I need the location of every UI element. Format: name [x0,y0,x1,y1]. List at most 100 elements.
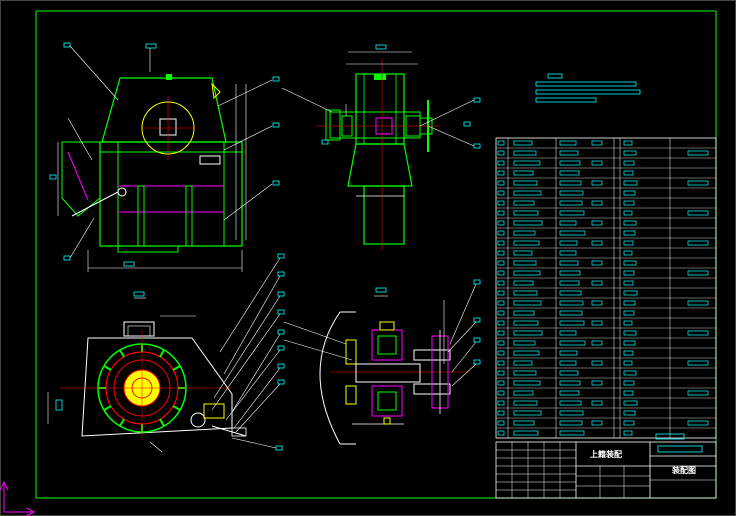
parts-list-code [513,270,541,276]
parts-list-material [623,330,637,336]
parts-list-code [513,280,534,286]
parts-list-material [623,180,638,186]
parts-list-material [623,390,634,396]
parts-list-item-number [497,240,505,246]
parts-list-material [623,200,635,206]
parts-list-name [559,430,585,436]
parts-list-remark [687,300,709,306]
parts-list-name [559,180,582,186]
parts-list-item-number [497,420,505,426]
parts-list-material [623,370,637,376]
parts-list-remark [687,330,709,336]
parts-list-code [513,320,539,326]
parts-list-remark [687,180,709,186]
parts-list-item-number [497,190,505,196]
parts-list-spec [591,320,603,326]
parts-list-code [513,250,533,256]
parts-list-material [623,290,638,296]
parts-list-item-number [497,370,505,376]
parts-list-material [623,360,633,366]
parts-list-name [559,230,586,236]
parts-list-material [623,250,633,256]
parts-list-code [513,350,540,356]
parts-list-code [513,300,542,306]
parts-list-remark [687,360,709,366]
section-housing [81,337,233,437]
parts-list-code [513,220,543,226]
parts-list-material [623,160,635,166]
parts-list-spec [591,220,603,226]
leader-tags-right [473,279,481,365]
parts-list-item-number [497,340,505,346]
parts-list-material [623,190,636,196]
parts-list-material [623,240,634,246]
parts-list-code [513,180,538,186]
leader-tags-middle [277,253,285,385]
parts-list-item-number [497,220,505,226]
parts-list-item-number [497,270,505,276]
parts-list-material [623,430,633,436]
parts-list-code [513,200,535,206]
parts-list-name [559,350,578,356]
parts-list-name [559,270,581,276]
parts-list-code [513,210,539,216]
parts-list-name [559,290,582,296]
section-b-b[interactable] [319,283,477,445]
drawing-title: 上籍装配 [590,449,622,459]
parts-list-name [559,300,584,306]
side-body [347,143,413,187]
parts-list-code [513,400,538,406]
parts-list-material [623,380,635,386]
parts-list-name [559,190,584,196]
parts-list-table[interactable] [495,137,717,439]
parts-list-name [559,360,577,366]
parts-list-item-number [497,300,505,306]
parts-list-name [559,240,578,246]
parts-list-code [513,140,533,146]
parts-list-remark [687,270,709,276]
parts-list-item-number [497,310,505,316]
parts-list-name [559,220,577,226]
parts-list-item-number [497,140,505,146]
parts-list-item-number [497,400,505,406]
parts-list-item-number [497,230,505,236]
parts-list-spec [591,340,603,346]
parts-list-name [559,370,579,376]
parts-list-name [559,410,584,416]
front-view[interactable] [49,42,280,272]
parts-list-spec [591,240,603,246]
side-view[interactable] [281,44,481,250]
parts-list-material [623,150,637,156]
parts-list-spec [591,140,603,146]
parts-list-item-number [497,320,505,326]
ucs-icon [0,480,36,516]
parts-list-spec [591,420,603,426]
parts-list-code [513,370,537,376]
parts-list-item-number [497,380,505,386]
parts-list-material [623,270,635,276]
parts-list-remark [687,390,709,396]
section-a-a[interactable] [47,291,283,453]
parts-list-item-number [497,260,505,266]
parts-list-name [559,140,577,146]
parts-list-spec [591,160,603,166]
parts-list-name [559,150,579,156]
parts-list-code [513,430,539,436]
parts-list-name [559,340,586,346]
parts-list-spec [591,380,603,386]
parts-list-code [513,410,542,416]
parts-list-material [623,420,635,426]
parts-list-code [513,160,541,166]
parts-list-spec [591,180,603,186]
parts-list-spec [591,300,603,306]
parts-list-code [513,290,538,296]
parts-list-item-number [497,250,505,256]
parts-list-item-number [497,150,505,156]
parts-list-name [559,280,580,286]
parts-list-spec [591,200,603,206]
title-block [495,433,717,499]
parts-list-code [513,310,535,316]
parts-list-spec [591,280,603,286]
parts-list-remark [687,240,709,246]
